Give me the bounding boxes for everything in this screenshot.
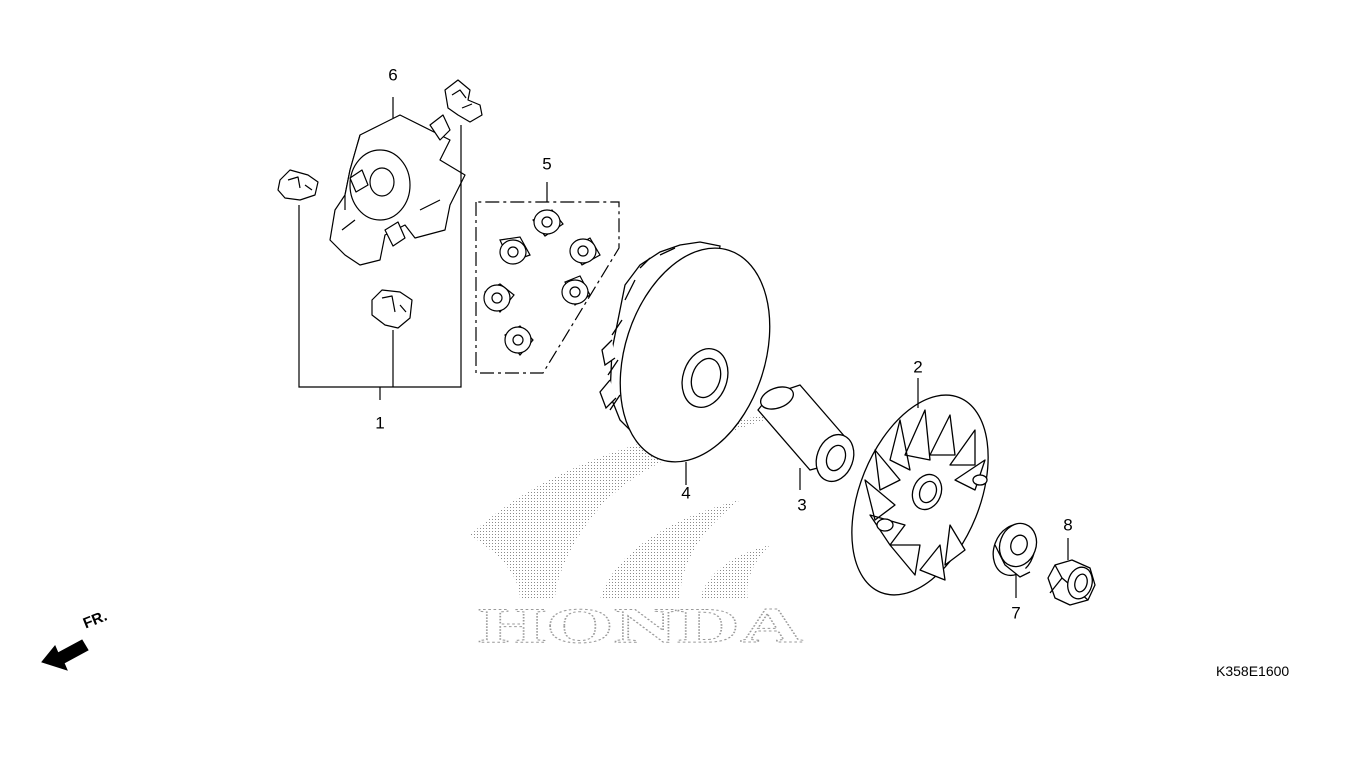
weight-roller: [532, 209, 564, 237]
weight-roller: [569, 237, 601, 266]
weight-roller-set: [475, 182, 620, 374]
callout-7: 7: [1011, 603, 1021, 623]
callout-8: 8: [1063, 515, 1073, 535]
leader-line: [298, 97, 462, 400]
ramp-plate-part: [329, 114, 466, 266]
diagram-code: K358E1600: [1216, 663, 1290, 679]
svg-text:HONDA: HONDA: [478, 597, 803, 653]
nut-part: [1047, 559, 1096, 606]
weight-roller: [504, 325, 534, 356]
callout-1: 1: [375, 413, 385, 433]
slider-piece: [277, 169, 319, 201]
drive-fan-part: [851, 394, 989, 596]
honda-wing-logo: [470, 412, 790, 600]
callout-4: 4: [681, 483, 691, 503]
weight-roller: [483, 283, 515, 313]
callout-6: 6: [388, 65, 398, 85]
callout-3: 3: [797, 495, 807, 515]
washer-part: [992, 522, 1038, 578]
honda-wordmark: HONDA: [478, 597, 804, 654]
callout-5: 5: [542, 154, 552, 174]
weight-roller: [499, 236, 531, 265]
slider-piece: [444, 79, 483, 123]
callout-2: 2: [913, 357, 923, 377]
collar-part: [757, 384, 855, 483]
arrow-icon: [41, 639, 89, 671]
weight-roller: [561, 275, 591, 306]
drive-face-part: [599, 241, 771, 463]
slider-piece: [371, 289, 413, 329]
